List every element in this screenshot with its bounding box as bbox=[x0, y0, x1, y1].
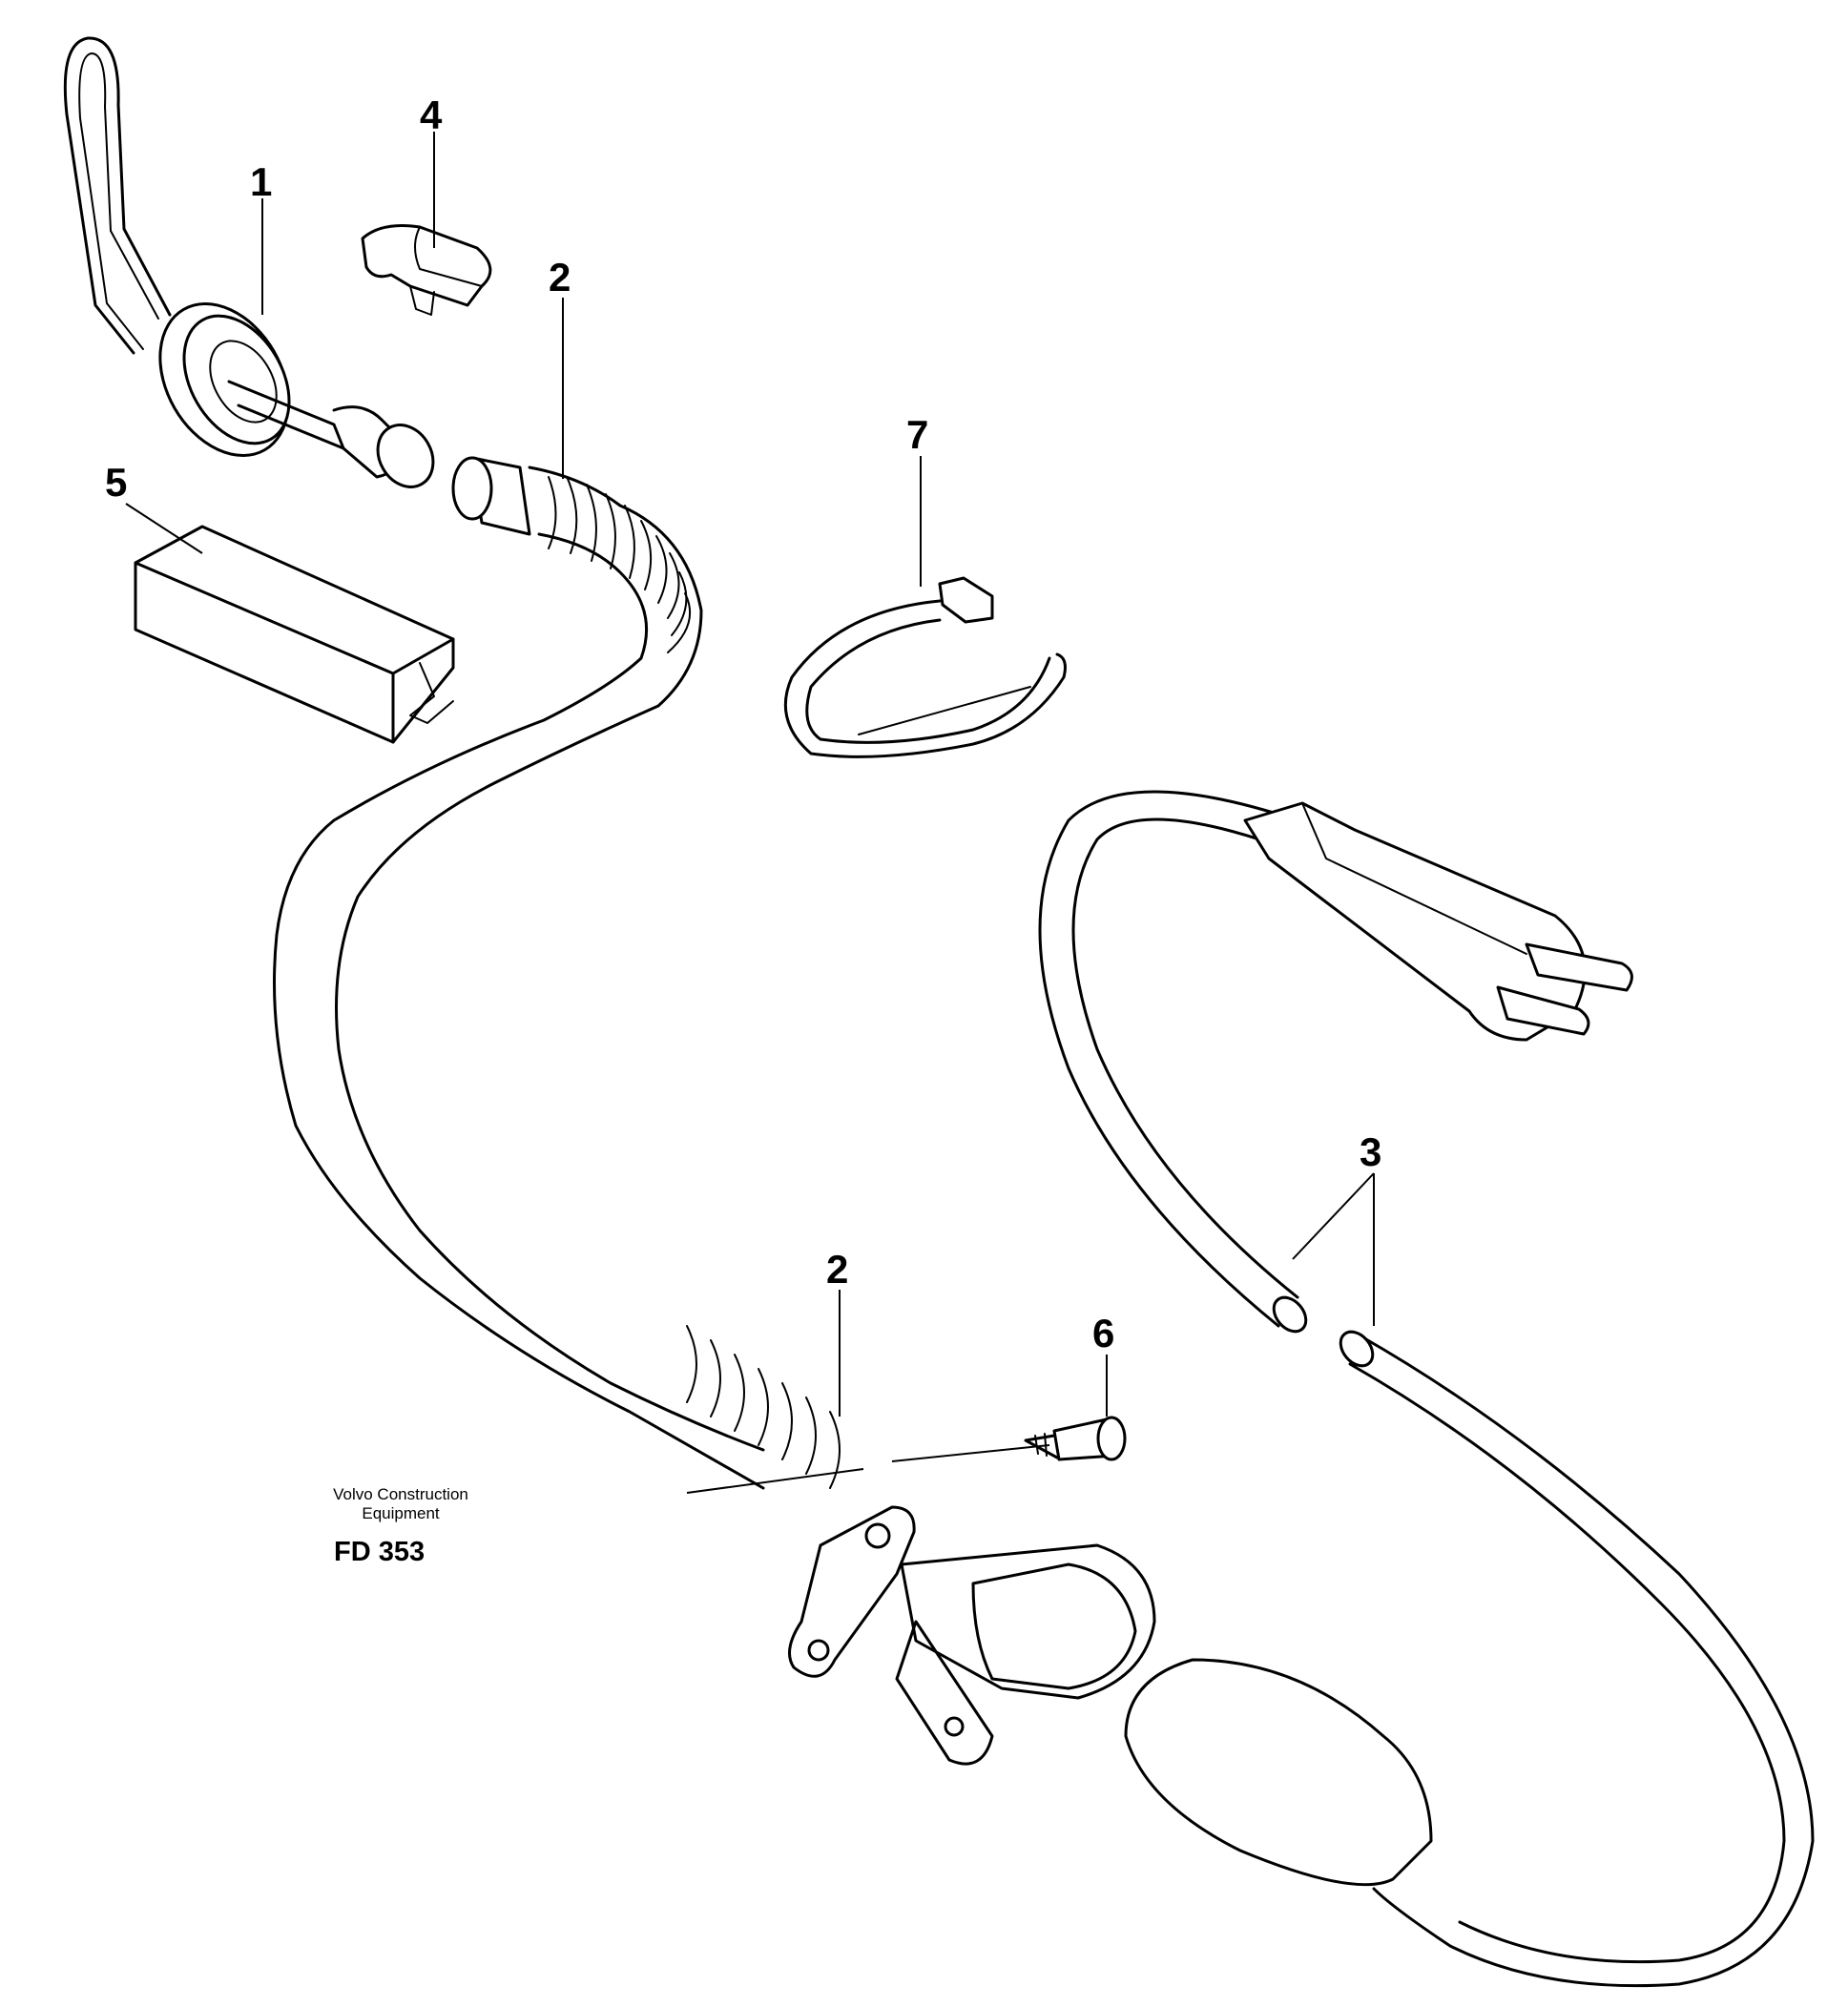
part-7-cable-tie bbox=[783, 576, 1067, 758]
callout-3: 3 bbox=[1360, 1129, 1381, 1174]
part-5-block bbox=[134, 525, 455, 744]
callout-6: 6 bbox=[1092, 1311, 1114, 1355]
brand-line-1: Volvo Construction bbox=[333, 1485, 468, 1503]
figure-code: FD 353 bbox=[334, 1537, 425, 1567]
callout-2-top: 2 bbox=[549, 255, 571, 300]
callout-5: 5 bbox=[105, 460, 127, 505]
part-6-screw bbox=[1024, 1416, 1127, 1461]
callout-2-bottom: 2 bbox=[826, 1247, 848, 1292]
callout-4: 4 bbox=[420, 93, 443, 137]
part-3-power-cable bbox=[1038, 790, 1815, 1988]
part-2-protective-hose bbox=[273, 456, 841, 1490]
callout-7: 7 bbox=[906, 412, 928, 457]
diagram-caption: Volvo Construction Equipment FD 353 bbox=[333, 1485, 468, 1567]
part-1-heater-element bbox=[63, 36, 435, 488]
callout-numbers: 1 4 2 5 7 3 2 6 bbox=[105, 93, 1381, 1355]
callout-1: 1 bbox=[250, 159, 272, 204]
brand-line-2: Equipment bbox=[362, 1504, 440, 1522]
callout-leader-lines bbox=[125, 132, 1375, 1494]
part-socket-assembly bbox=[788, 1505, 1156, 1766]
part-4-sleeve bbox=[361, 224, 492, 316]
